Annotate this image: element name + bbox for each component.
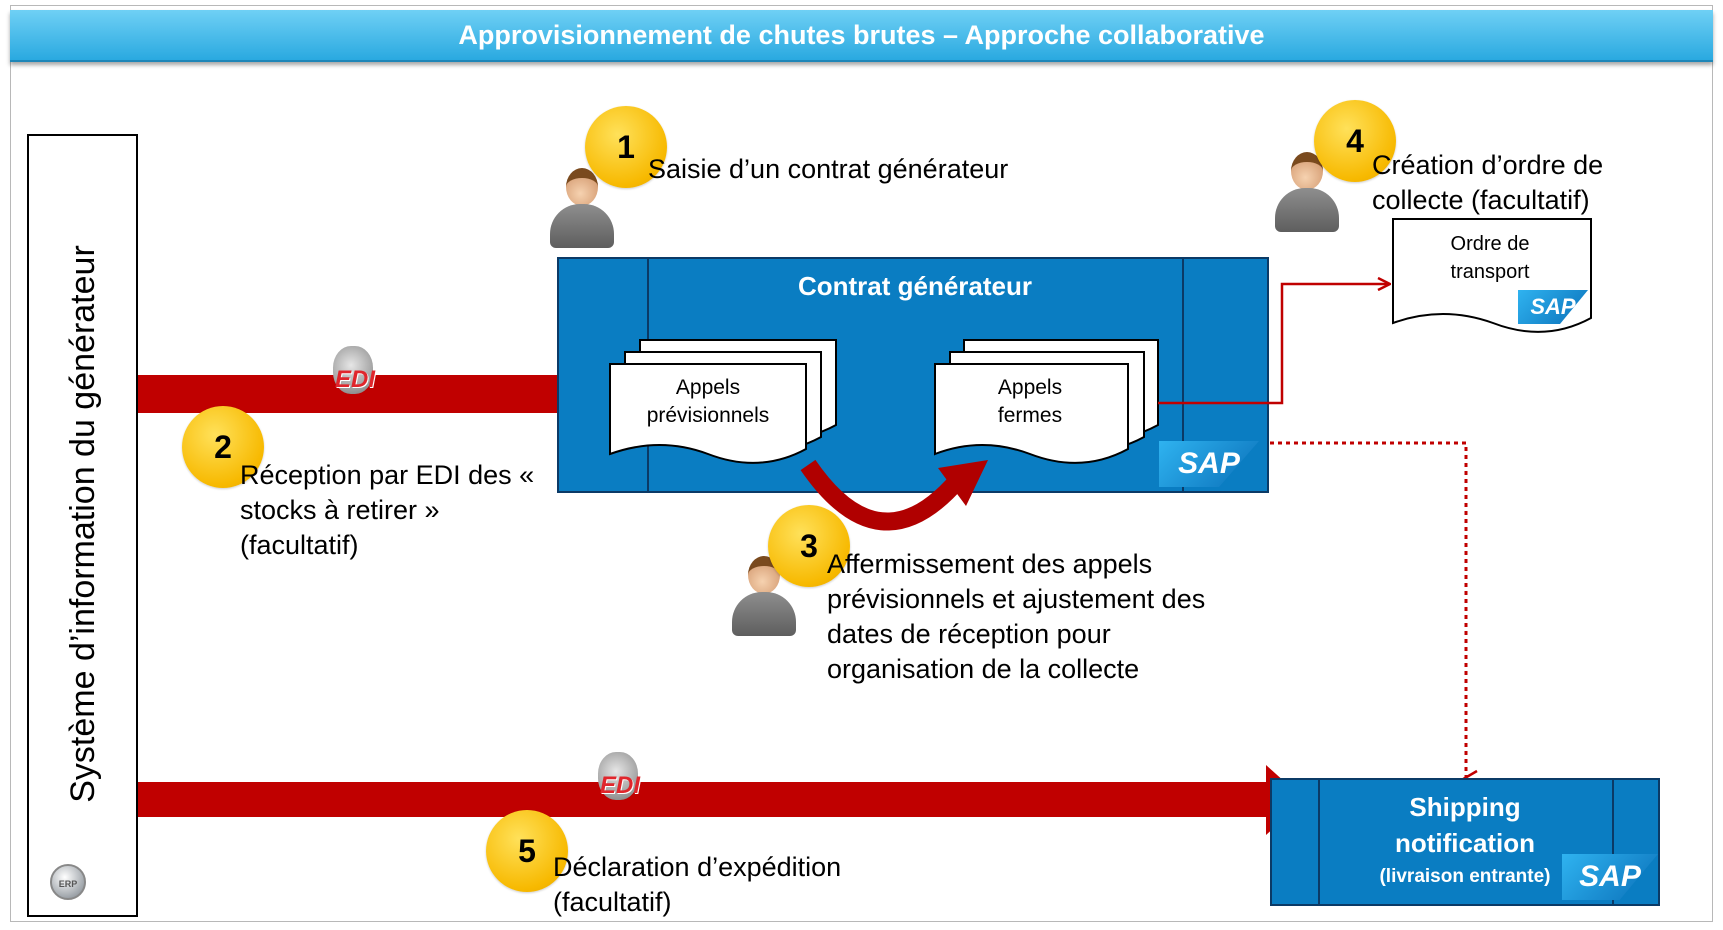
step-4-badge: 4	[1314, 100, 1396, 182]
diagram-title: Approvisionnement de chutes brutes – App…	[10, 10, 1713, 62]
shipping-line3: (livraison entrante)	[1379, 866, 1551, 887]
step-5-badge: 5	[486, 810, 568, 892]
edi-icon-top: EDI	[325, 346, 385, 408]
step-3-text: Affermissement des appels prévisionnels …	[827, 549, 1206, 684]
shipping-dotted-arrow	[1270, 441, 1478, 787]
user-icon-step1	[550, 168, 614, 248]
transport-order-arrow	[1158, 284, 1389, 405]
transport-order-label: Ordre de transport	[1450, 233, 1530, 283]
erp-icon: ERP	[50, 864, 86, 900]
generator-system-panel: Système d’information du générateur	[27, 134, 138, 917]
edi-label-bottom: EDI	[599, 772, 640, 799]
user-icon-step3	[732, 556, 796, 636]
contract-box-right-divider	[1182, 259, 1184, 491]
forecast-calls-label: Appels prévisionnels	[646, 376, 770, 427]
step-3-badge: 3	[768, 505, 850, 587]
shipping-box-right-divider	[1612, 780, 1614, 904]
forecast-calls-doc	[609, 339, 837, 464]
step-2-badge: 2	[182, 406, 264, 488]
step-4-text: Création d’ordre de collecte (facultatif…	[1372, 150, 1604, 215]
edi-label-top: EDI	[334, 366, 375, 393]
edi-icon-bottom: EDI	[590, 752, 650, 814]
step-2-text: Réception par EDI des « stocks à retirer…	[240, 460, 535, 560]
gear-icon	[333, 346, 373, 394]
step-1-text: Saisie d’un contrat générateur	[648, 154, 1009, 184]
contract-box-title: Contrat générateur	[797, 271, 1033, 301]
shipping-line2: notification	[1394, 828, 1536, 858]
shipping-line1: Shipping	[1409, 792, 1521, 822]
shipping-notification-box: Shipping notification (livraison entrant…	[1270, 778, 1660, 906]
shipping-box-left-divider	[1318, 780, 1320, 904]
step-5-text: Déclaration d’expédition (facultatif)	[553, 852, 842, 917]
shipping-sap-logo: SAP	[1562, 854, 1658, 900]
firm-calls-label: Appels fermes	[997, 376, 1063, 427]
gear-icon	[598, 752, 638, 800]
step-1-badge: 1	[585, 106, 667, 188]
firm-calls-doc	[934, 339, 1159, 464]
user-icon-step4	[1275, 152, 1339, 232]
firming-curve-arrow	[800, 459, 988, 531]
edi-shipping-arrow	[138, 765, 1305, 835]
